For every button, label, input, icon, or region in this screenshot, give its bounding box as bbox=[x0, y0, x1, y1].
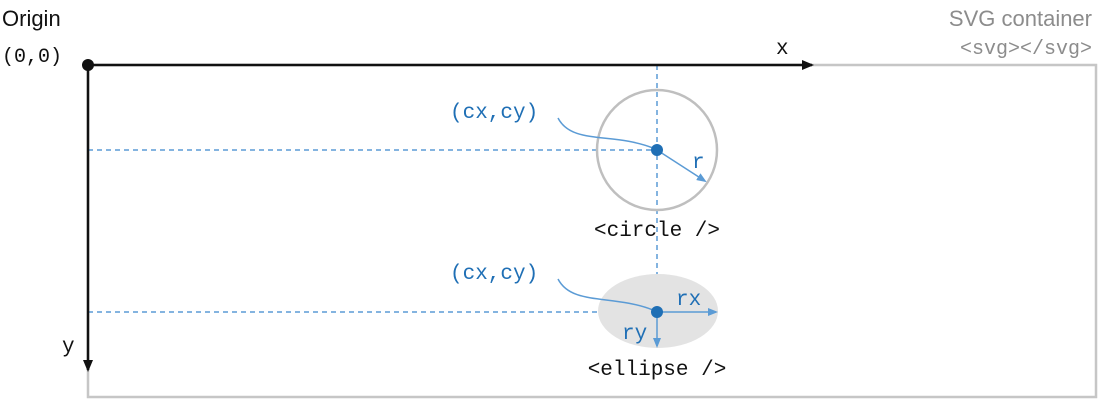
ellipse-ry-label: ry bbox=[622, 323, 647, 346]
origin-label: Origin bbox=[2, 6, 61, 31]
circle-center-dot bbox=[651, 144, 663, 156]
x-axis-label: x bbox=[776, 38, 789, 61]
circle-shape bbox=[595, 88, 719, 212]
origin-dot bbox=[82, 59, 94, 71]
circle-radius-arrow bbox=[656, 149, 707, 183]
ellipse-center-leader bbox=[557, 278, 654, 311]
circle-radius-label: r bbox=[692, 152, 705, 175]
circle-tag-label: <circle /> bbox=[594, 220, 720, 243]
ellipse-center-label: (cx,cy) bbox=[450, 263, 538, 286]
svg-container-rect bbox=[86, 63, 1098, 399]
y-axis-label: y bbox=[62, 336, 75, 359]
ellipse-center-dot bbox=[651, 306, 663, 318]
guide-lines bbox=[88, 65, 658, 330]
ellipse-rx-label: rx bbox=[676, 289, 701, 312]
origin-coords: (0,0) bbox=[2, 46, 62, 69]
svg-container-tag: <svg></svg> bbox=[960, 38, 1092, 61]
circle-center-label: (cx,cy) bbox=[450, 102, 538, 125]
circle-center-leader bbox=[557, 117, 654, 149]
ellipse-tag-label: <ellipse /> bbox=[588, 359, 727, 382]
svg-container-label: SVG container bbox=[949, 6, 1092, 31]
